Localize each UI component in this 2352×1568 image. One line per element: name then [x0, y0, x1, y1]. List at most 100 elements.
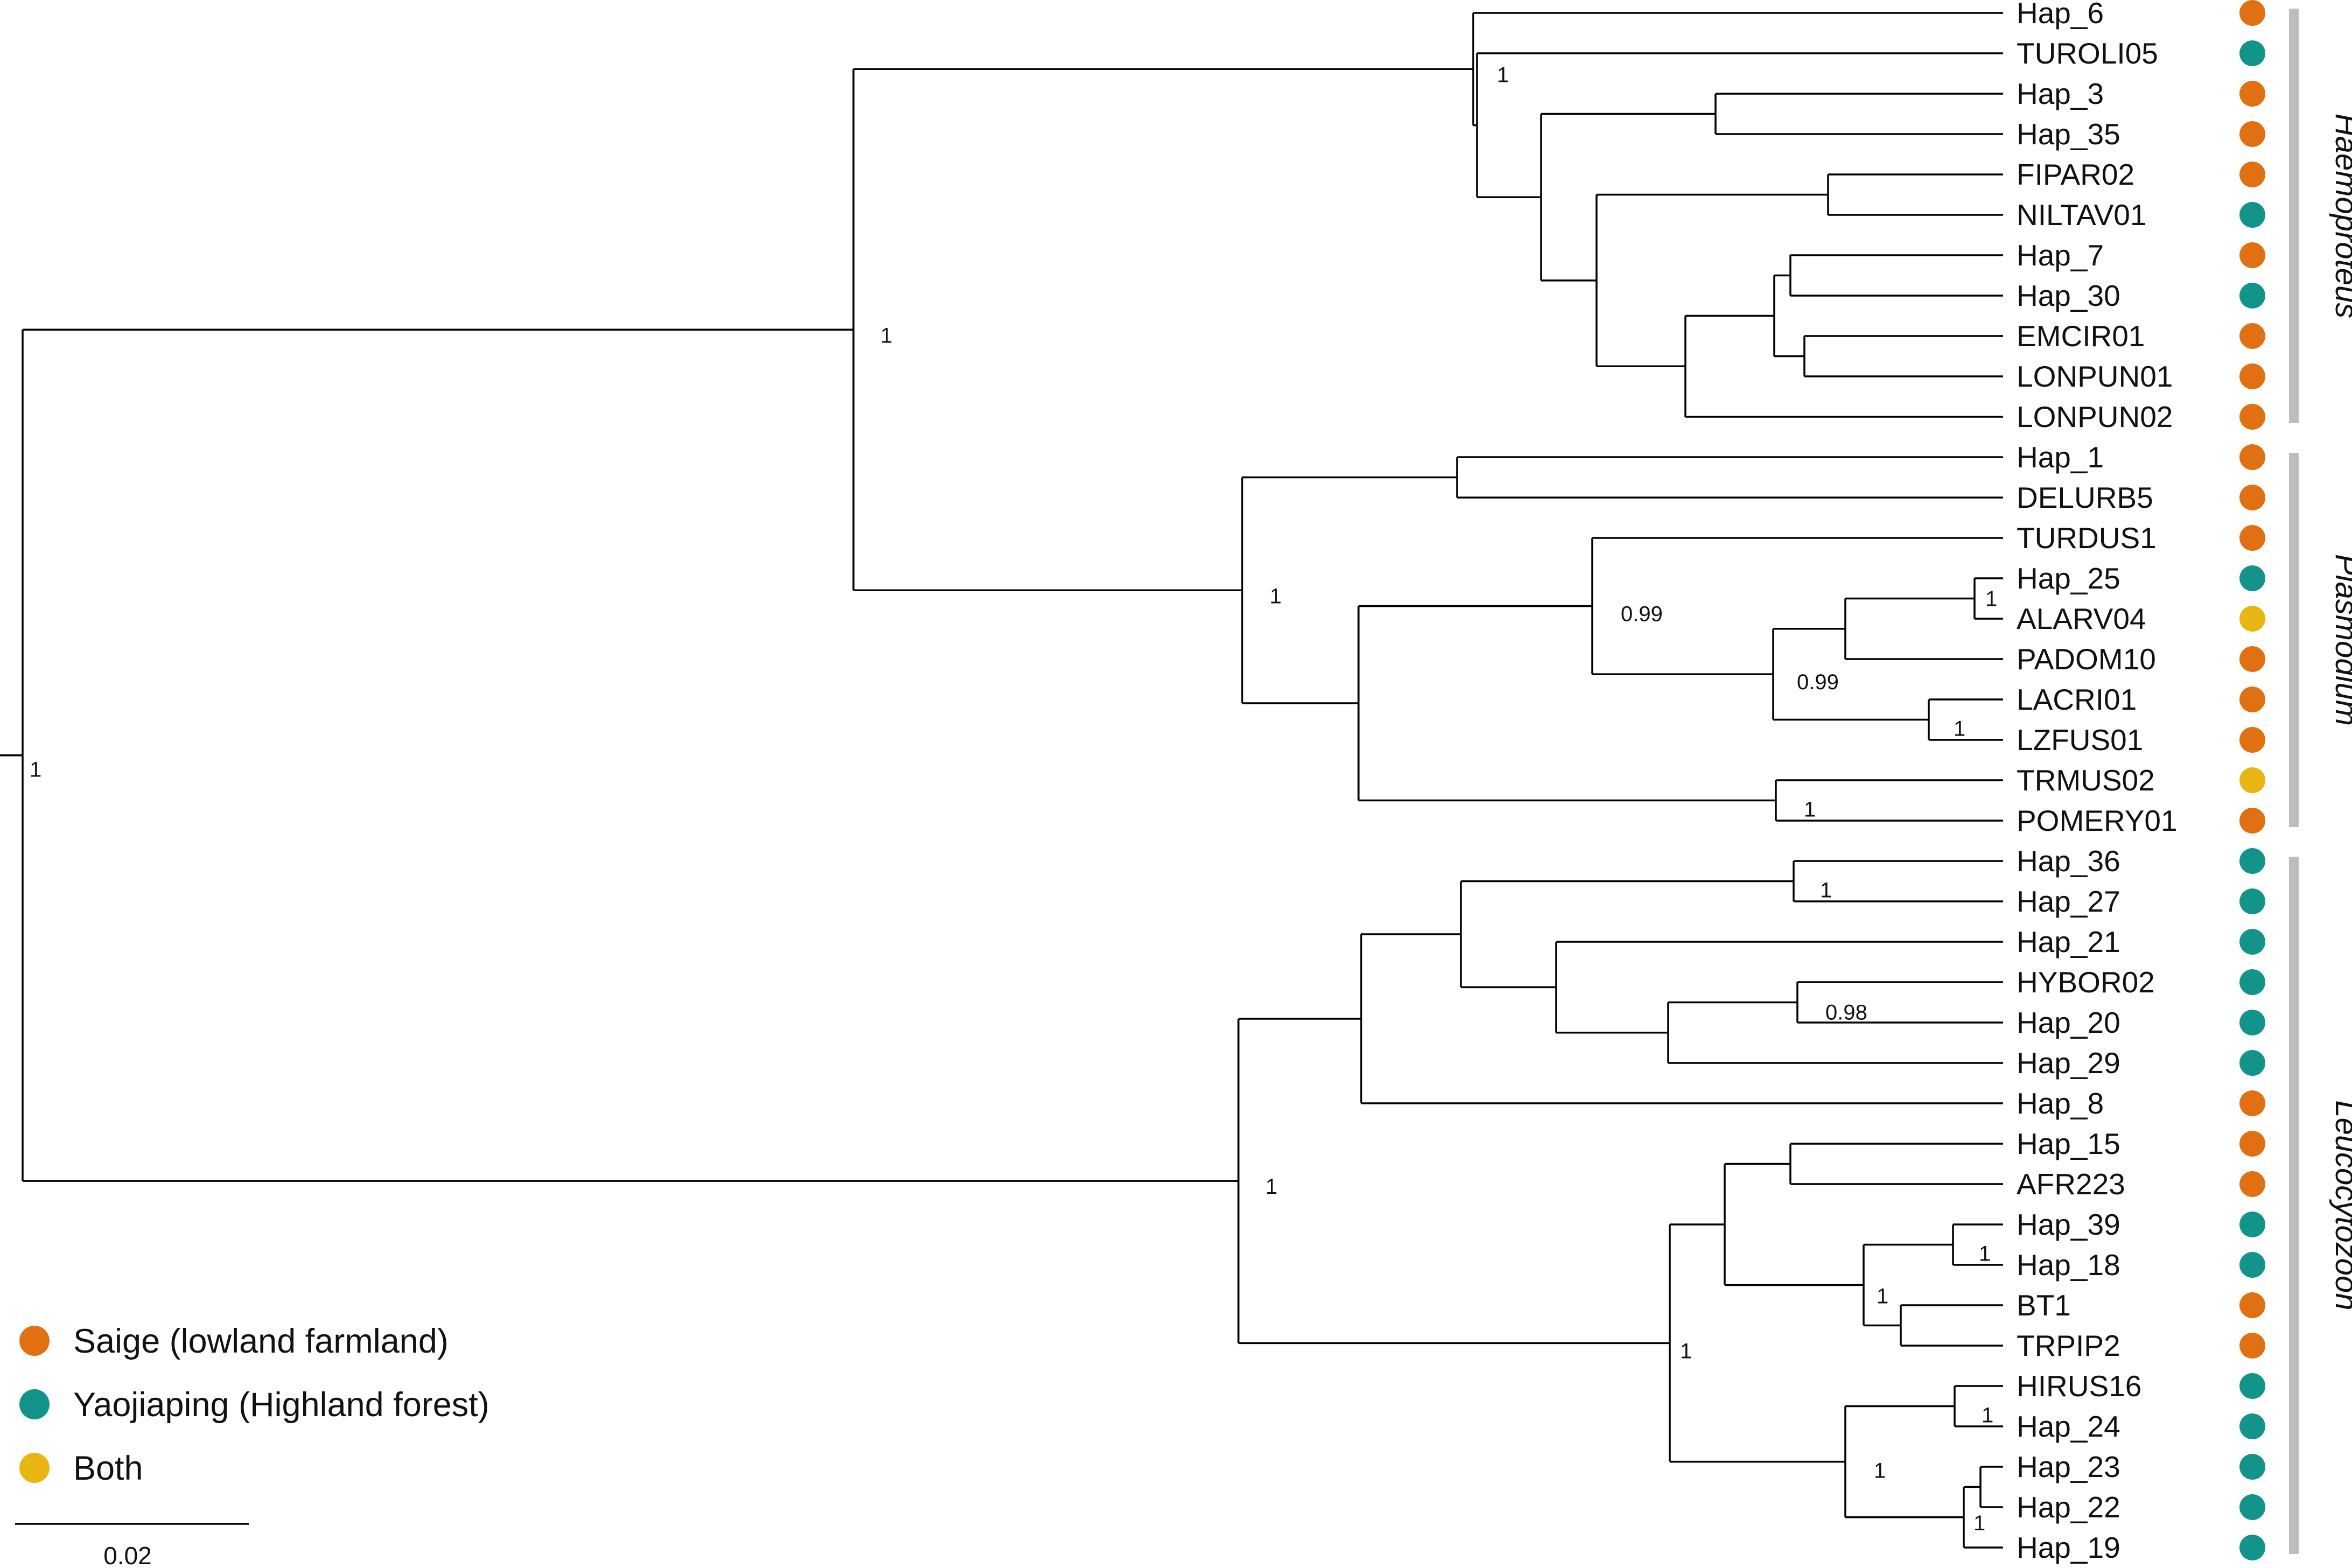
- legend-dot-both: [19, 1453, 50, 1483]
- site-dot-LONPUN02: [2239, 404, 2265, 430]
- tip-label-PADOM10: PADOM10: [2017, 642, 2156, 676]
- support-value-p_g: 1: [1954, 717, 1965, 741]
- site-dot-Hap_22: [2239, 1494, 2265, 1520]
- site-dot-Hap_8: [2239, 1090, 2265, 1116]
- site-dot-Hap_3: [2239, 81, 2265, 107]
- site-dot-TRMUS02: [2239, 767, 2265, 793]
- site-dot-Hap_18: [2239, 1252, 2265, 1278]
- site-dot-Hap_7: [2239, 242, 2265, 268]
- site-dot-Hap_36: [2239, 848, 2265, 874]
- clade-bar-haemoproteus: [2289, 9, 2299, 423]
- site-dot-Hap_15: [2239, 1131, 2265, 1157]
- tip-label-FIPAR02: FIPAR02: [2017, 158, 2134, 191]
- support-value-p_d: 0.99: [1797, 670, 1839, 694]
- tip-label-TRPIP2: TRPIP2: [2017, 1329, 2120, 1362]
- site-dot-Hap_30: [2239, 283, 2265, 309]
- site-dot-Hap_35: [2239, 121, 2265, 147]
- tip-label-Hap_19: Hap_19: [2017, 1531, 2120, 1564]
- tip-label-Hap_39: Hap_39: [2017, 1208, 2120, 1241]
- site-dot-FIPAR02: [2239, 162, 2265, 187]
- tip-label-ALARV04: ALARV04: [2017, 602, 2146, 635]
- tip-label-LACRI01: LACRI01: [2017, 683, 2137, 716]
- support-value-p_c: 0.99: [1621, 603, 1663, 626]
- support-value-p_f: 1: [1985, 587, 1997, 611]
- support-value-l_f: 0.98: [1825, 1001, 1867, 1025]
- support-value-p_h: 1: [1804, 798, 1816, 822]
- support-values: 1 1 1 0.99 0.99 1 1 1 1 0.98 1 1 1 1 1 1 1 1: [30, 63, 1997, 1535]
- site-dot-HYBOR02: [2239, 969, 2265, 995]
- site-dot-Hap_6: [2239, 0, 2265, 26]
- site-dot-Hap_24: [2239, 1413, 2265, 1439]
- legend-label-both: Both: [73, 1450, 143, 1487]
- tip-label-Hap_3: Hap_3: [2017, 77, 2104, 110]
- support-value-l_j: 1: [1877, 1285, 1888, 1308]
- tip-label-Hap_23: Hap_23: [2017, 1450, 2120, 1483]
- site-dot-Hap_25: [2239, 565, 2265, 591]
- support-value-l_k: 1: [1979, 1242, 1991, 1266]
- site-dot-ALARV04: [2239, 606, 2265, 632]
- support-value-l_c: 1: [1820, 879, 1832, 902]
- support-value-l_g: 1: [1680, 1339, 1692, 1363]
- site-dot-HIRUS16: [2239, 1373, 2265, 1399]
- tip-label-TURDUS1: TURDUS1: [2017, 521, 2157, 555]
- site-dot-Hap_19: [2239, 1535, 2265, 1560]
- tip-label-HYBOR02: HYBOR02: [2017, 965, 2155, 999]
- tip-label-POMERY01: POMERY01: [2017, 804, 2178, 837]
- site-dot-DELURB5: [2239, 485, 2265, 510]
- tip-label-AFR223: AFR223: [2017, 1167, 2125, 1201]
- tip-label-Hap_24: Hap_24: [2017, 1410, 2120, 1443]
- support-value-leucocytozoon: 1: [1265, 1175, 1277, 1199]
- site-dot-Hap_29: [2239, 1050, 2265, 1076]
- scale-bar-label: 0.02: [103, 1542, 152, 1568]
- site-dot-Hap_20: [2239, 1010, 2265, 1035]
- site-dot-AFR223: [2239, 1171, 2265, 1197]
- site-dot-Hap_1: [2239, 444, 2265, 470]
- tip-label-Hap_6: Hap_6: [2017, 0, 2104, 30]
- support-value-haemoproteus: 1: [1497, 63, 1509, 87]
- support-value-plasmodium: 1: [1270, 584, 1282, 608]
- site-dot-TURDUS1: [2239, 525, 2265, 551]
- tip-label-LZFUS01: LZFUS01: [2017, 723, 2143, 757]
- tip-label-LONPUN02: LONPUN02: [2017, 400, 2173, 433]
- legend-dot-yaojiaping: [19, 1389, 50, 1419]
- tip-label-LONPUN01: LONPUN01: [2017, 360, 2173, 393]
- scale-bar: 0.02: [15, 1523, 249, 1568]
- support-value-l_o: 1: [1973, 1511, 1985, 1535]
- site-dots: [2239, 0, 2265, 1560]
- tree-branches: [0, 12, 2003, 1549]
- tip-label-HIRUS16: HIRUS16: [2017, 1369, 2141, 1403]
- site-dot-EMCIR01: [2239, 323, 2265, 349]
- support-value-l_n: 1: [1982, 1404, 1993, 1427]
- site-dot-LZFUS01: [2239, 727, 2265, 753]
- tip-label-Hap_29: Hap_29: [2017, 1046, 2120, 1080]
- site-dot-TUROLI05: [2239, 40, 2265, 66]
- tip-label-Hap_27: Hap_27: [2017, 885, 2120, 918]
- tip-label-Hap_36: Hap_36: [2017, 844, 2120, 878]
- clade-label-plasmodium: Plasmodium: [2329, 554, 2352, 726]
- tip-label-Hap_8: Hap_8: [2017, 1087, 2104, 1120]
- tip-label-Hap_35: Hap_35: [2017, 117, 2120, 151]
- legend: Saige (lowland farmland) Yaojiaping (High…: [19, 1322, 489, 1487]
- tip-label-BT1: BT1: [2017, 1289, 2071, 1322]
- clade-label-leucocytozoon: Leucocytozoon: [2329, 1100, 2352, 1310]
- tip-label-Hap_15: Hap_15: [2017, 1127, 2120, 1160]
- legend-dot-saige: [19, 1326, 50, 1356]
- clade-bar-leucocytozoon: [2289, 857, 2299, 1554]
- tip-labels: Hap_6TUROLI05Hap_3Hap_35FIPAR02NILTAV01H…: [2017, 0, 2178, 1564]
- tip-label-Hap_25: Hap_25: [2017, 562, 2120, 595]
- support-value-parasites_hp: 1: [880, 324, 892, 347]
- support-value-l_m: 1: [1874, 1459, 1886, 1483]
- legend-label-saige: Saige (lowland farmland): [73, 1322, 449, 1360]
- support-value-root: 1: [30, 758, 41, 782]
- tip-label-EMCIR01: EMCIR01: [2017, 319, 2145, 353]
- tip-label-TRMUS02: TRMUS02: [2017, 764, 2155, 797]
- site-dot-NILTAV01: [2239, 202, 2265, 228]
- tip-label-Hap_30: Hap_30: [2017, 279, 2120, 312]
- tip-label-Hap_21: Hap_21: [2017, 925, 2120, 958]
- site-dot-Hap_23: [2239, 1454, 2265, 1480]
- tip-label-TUROLI05: TUROLI05: [2017, 37, 2158, 70]
- site-dot-TRPIP2: [2239, 1333, 2265, 1359]
- legend-label-yaojiaping: Yaojiaping (Highland forest): [73, 1386, 489, 1424]
- site-dot-LONPUN01: [2239, 363, 2265, 389]
